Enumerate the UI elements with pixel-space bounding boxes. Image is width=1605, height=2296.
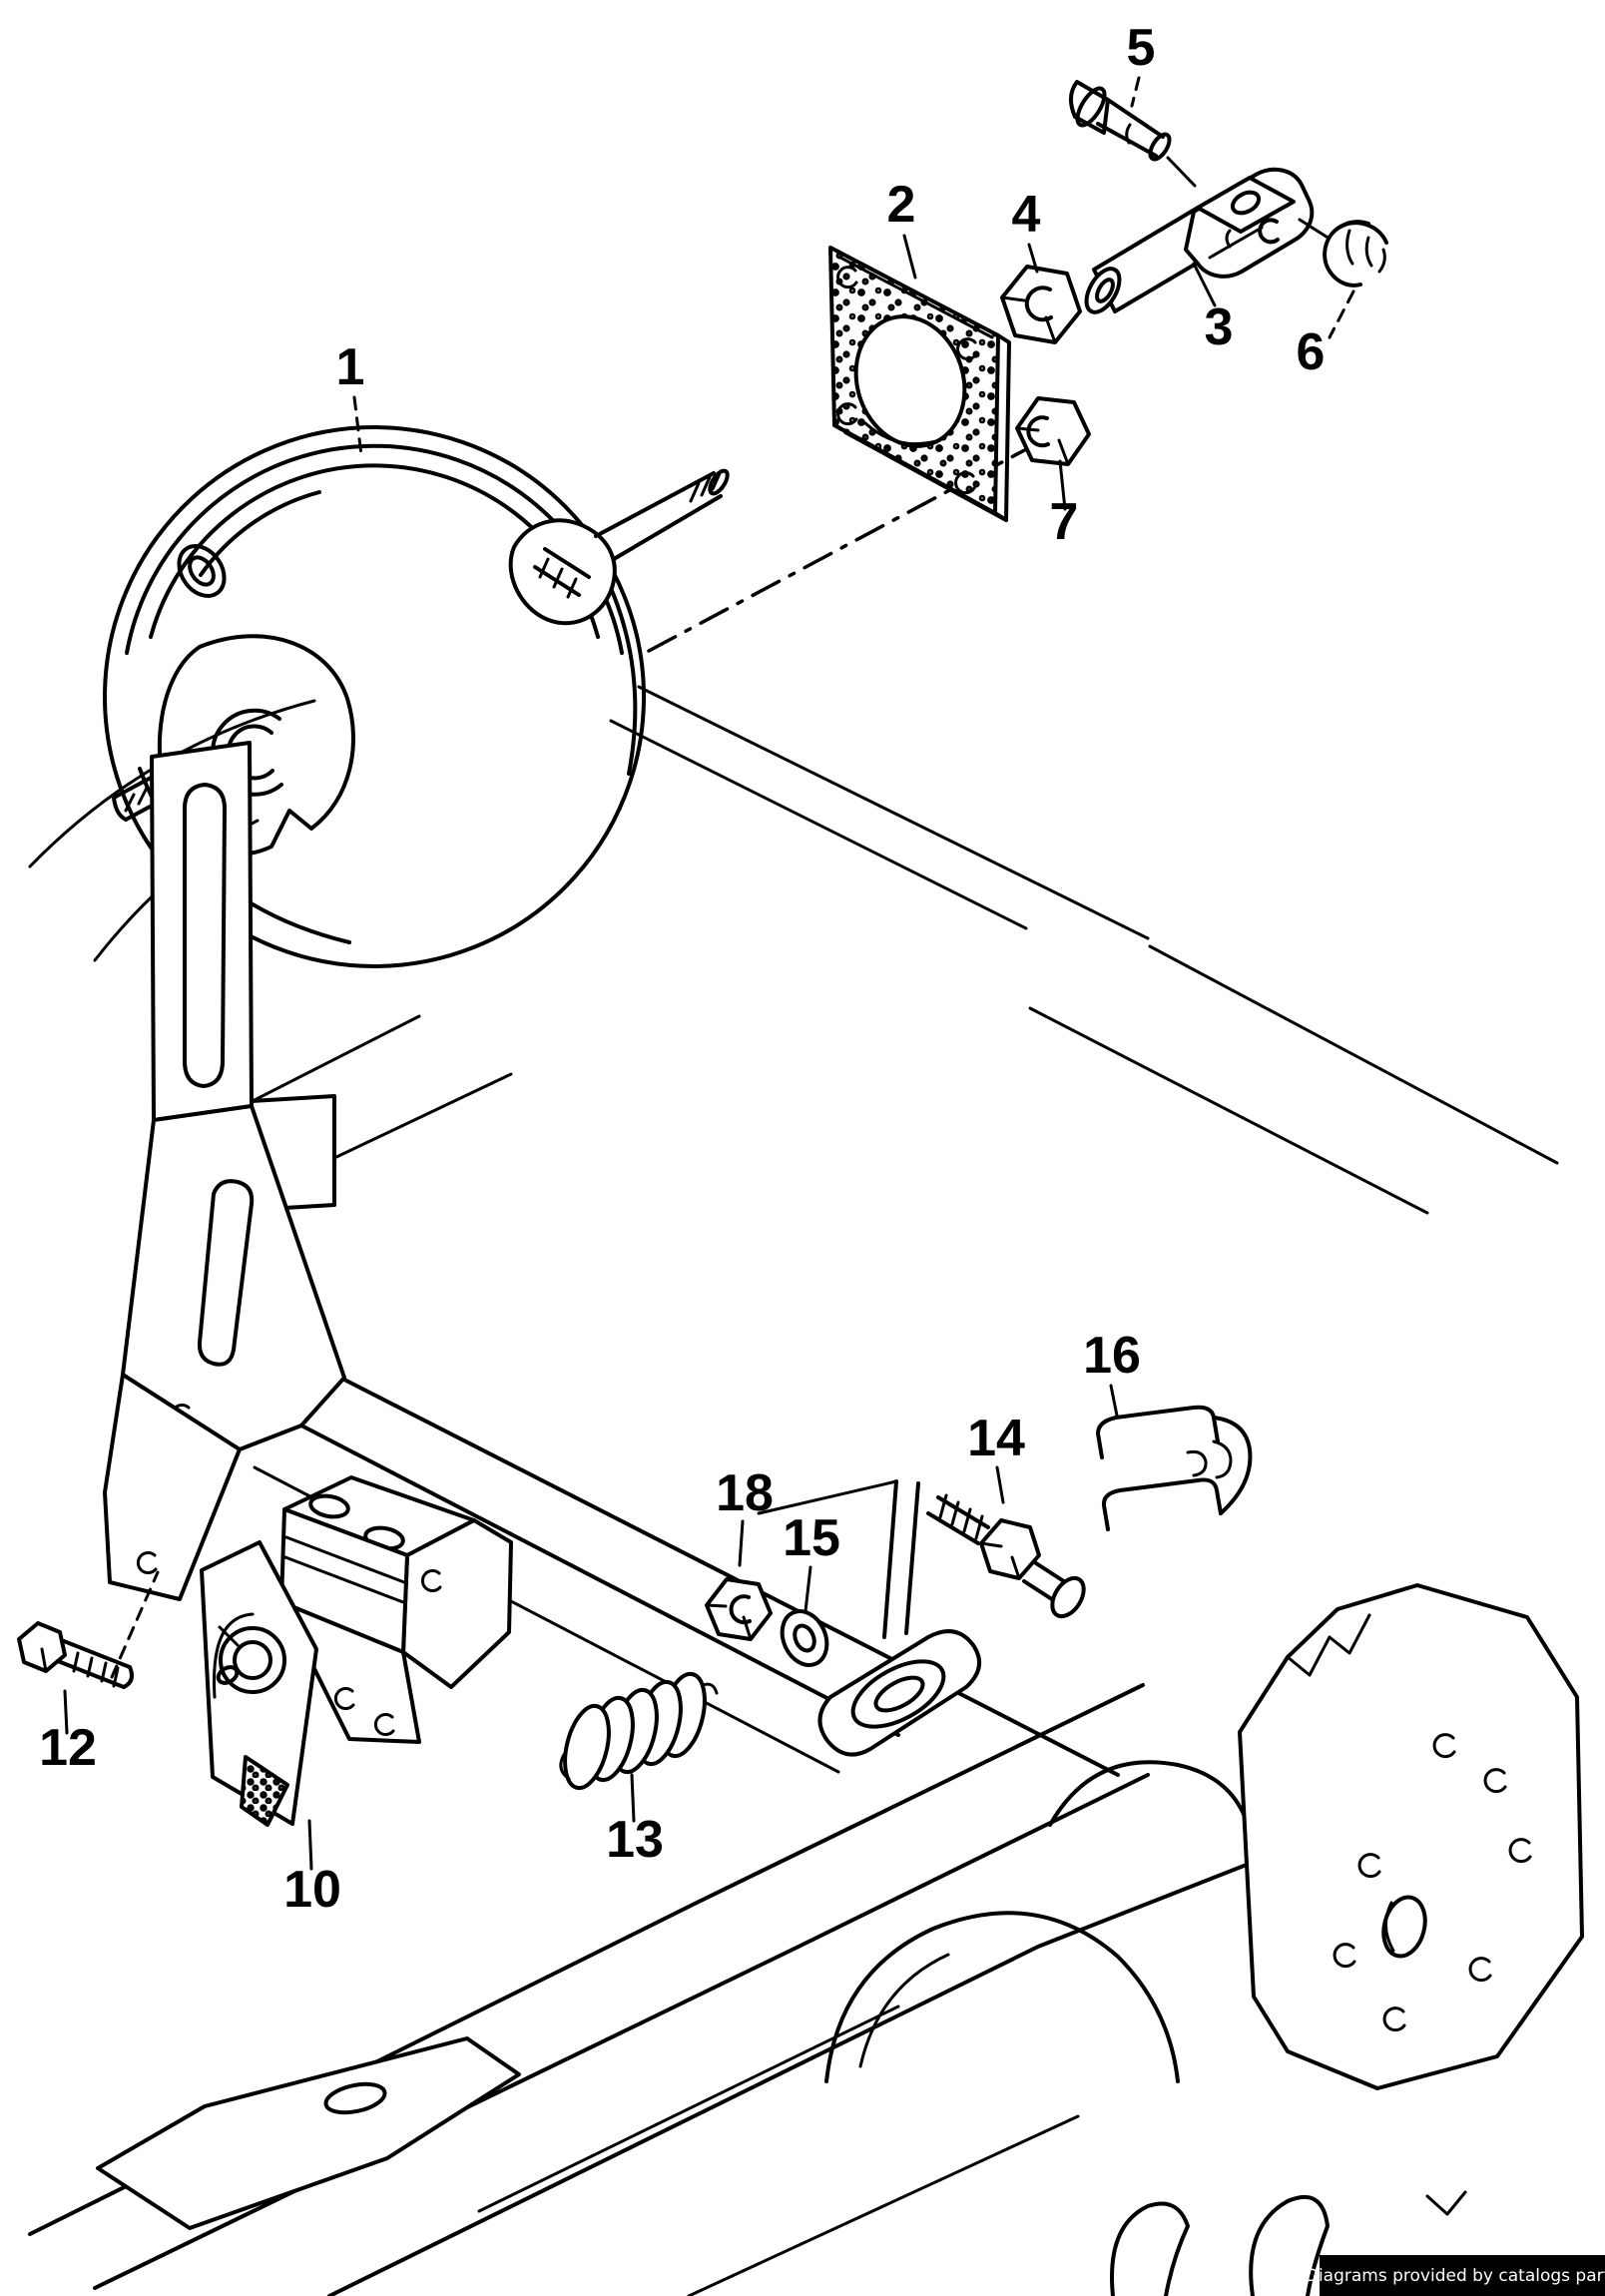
leader-lines-top [352,76,1355,511]
bolt-14 [926,1493,1086,1619]
watermark-text: Diagrams provided by catalogs parts [1305,2265,1605,2286]
callout-5: 5 [1127,19,1156,77]
clevis-3 [1084,167,1345,314]
leader-lines-bottom [63,1384,1119,1871]
washer-15 [780,1609,829,1667]
brake-pressure-regulator [200,1475,513,1827]
callout-1: 1 [336,338,365,396]
callout-13: 13 [606,1811,664,1869]
callout-7: 7 [1050,493,1079,551]
car-body-outline [28,685,1559,1215]
servo-pushrod [508,468,730,626]
hex-nut-18 [705,1577,773,1641]
top-assembly-brake-servo: 1 2 3 4 5 6 7 [103,19,1388,968]
axle-end-plate [1238,1583,1584,2090]
clamp-clip-16 [1096,1405,1253,1531]
bolt-12 [17,1570,160,1689]
callout-15: 15 [783,1509,840,1567]
servo-gasket [828,246,1011,522]
callout-14: 14 [967,1410,1025,1467]
watermark-bar: Diagrams provided by catalogs parts [1306,2255,1605,2296]
mounting-bracket [103,741,346,1601]
callout-12: 12 [39,1719,97,1777]
callout-16: 16 [1083,1327,1141,1385]
callout-4: 4 [1012,186,1041,244]
clevis-pin-5 [1069,80,1197,188]
axle-beam [28,1683,1467,2296]
callout-6: 6 [1297,323,1326,381]
coil-spring-13 [559,1671,719,1791]
callout-10: 10 [283,1861,341,1919]
callout-3: 3 [1205,298,1234,356]
hex-nut-4 [1000,265,1082,344]
callout-18: 18 [716,1464,774,1522]
hex-nut-7 [1015,396,1091,466]
callout-2: 2 [887,176,916,234]
eyelet-link [757,1479,982,1757]
clip-nut-6 [1323,220,1388,287]
bottom-assembly-axle: 10 12 13 14 15 16 18 [17,685,1584,2296]
